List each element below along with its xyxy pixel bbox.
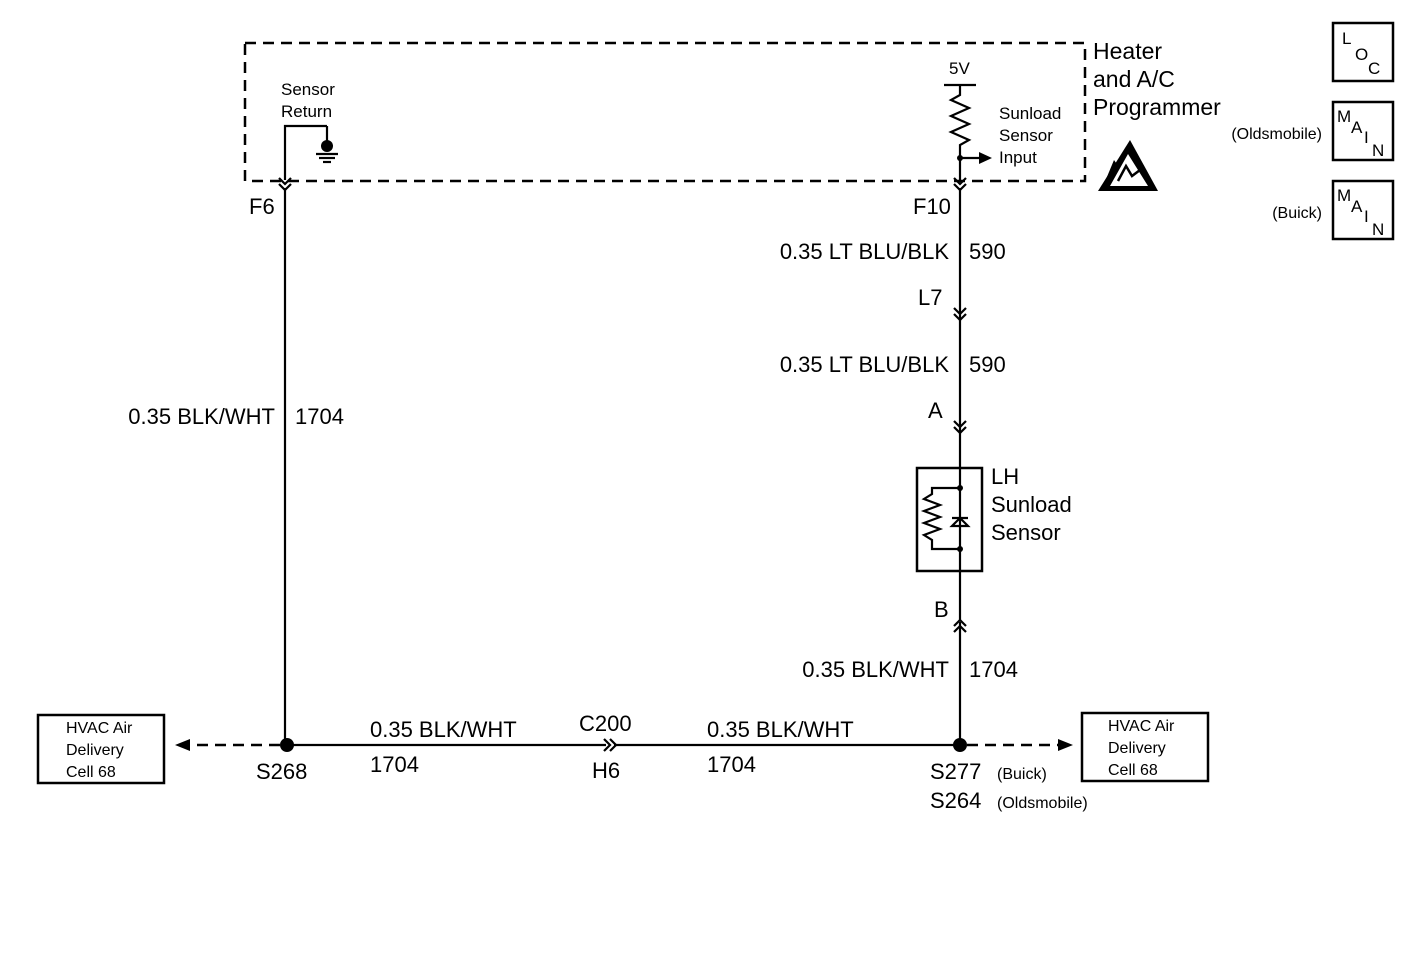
sensor-name-line-2: Sunload	[991, 492, 1072, 517]
sunload-input-label-1: Sunload	[999, 104, 1061, 123]
pullup-resistor-icon	[948, 85, 972, 180]
reference-right-box[interactable]	[1080, 711, 1210, 783]
legend-main-buick-m: M	[1337, 186, 1351, 205]
reference-left-line-3: Cell 68	[66, 764, 116, 781]
arrow-left-icon	[175, 739, 190, 751]
wire-blu-top-label: 0.35 LT BLU/BLK	[780, 239, 950, 264]
photodiode-icon	[949, 488, 971, 549]
legend-main-buick-i: I	[1364, 207, 1369, 226]
reference-right-line-1: HVAC Air	[1108, 718, 1175, 735]
connector-h6-label: H6	[592, 758, 620, 783]
sensor-return-label-1: Sensor	[281, 80, 335, 99]
splice-s264-note: (Oldsmobile)	[997, 795, 1088, 812]
sensor-return-label-2: Return	[281, 102, 332, 121]
reference-left-box[interactable]	[36, 713, 166, 785]
legend-main-buick-a: A	[1351, 197, 1363, 216]
wire-left-vertical-label: 0.35 BLK/WHT	[128, 404, 275, 429]
connector-a-label: A	[928, 398, 943, 423]
connector-f6-label: F6	[249, 194, 275, 219]
legend-main-olds-a: A	[1351, 118, 1363, 137]
sunload-input-label-2: Sensor	[999, 126, 1053, 145]
legend-main-buick-n: N	[1372, 220, 1384, 239]
splice-s268-dot	[280, 738, 294, 752]
wire-right-lower-circuit: 1704	[969, 657, 1018, 682]
sunload-input-label-3: Input	[999, 148, 1037, 167]
legend-main-buick-note: (Buick)	[1272, 205, 1322, 222]
legend-main-olds-box[interactable]	[1331, 100, 1395, 162]
legend-loc-o: O	[1355, 45, 1368, 64]
wire-blu-mid-circuit: 590	[969, 352, 1006, 377]
module-boundary	[243, 41, 1087, 183]
ground-icon	[316, 140, 338, 164]
module-title-line-3: Programmer	[1093, 94, 1221, 120]
legend-main-olds-m: M	[1337, 107, 1351, 126]
reference-right-line-2: Delivery	[1108, 740, 1166, 757]
arrow-right-icon	[1058, 739, 1073, 751]
legend-main-olds-n: N	[1372, 141, 1384, 160]
connector-f10-label: F10	[913, 194, 951, 219]
module-title-line-2: and A/C	[1093, 66, 1175, 92]
legend-main-buick-box[interactable]	[1331, 179, 1395, 241]
wire-bottom-right-circuit: 1704	[707, 752, 756, 777]
sensor-name-line-3: Sensor	[991, 520, 1061, 545]
sensor-return-wire	[283, 124, 327, 180]
sensor-name-line-1: LH	[991, 464, 1019, 489]
module-title-line-1: Heater	[1093, 38, 1162, 64]
connector-l7-label: L7	[918, 285, 942, 310]
legend-main-olds-i: I	[1364, 128, 1369, 147]
legend-loc-c: C	[1368, 59, 1380, 78]
reference-left-line-1: HVAC Air	[66, 720, 133, 737]
reference-left-line-2: Delivery	[66, 742, 124, 759]
connector-c200-label: C200	[579, 711, 632, 736]
sensor-resistor-icon	[920, 486, 960, 551]
esd-warning-icon	[1098, 140, 1158, 191]
splice-s277-label: S277	[930, 759, 981, 784]
reference-right-line-3: Cell 68	[1108, 762, 1158, 779]
wire-bottom-right-label: 0.35 BLK/WHT	[707, 717, 854, 742]
splice-s277-note: (Buick)	[997, 766, 1047, 783]
splice-s277-dot	[953, 738, 967, 752]
connector-b-label: B	[934, 597, 949, 622]
lh-sunload-sensor-box	[915, 466, 984, 573]
splice-s268-label: S268	[256, 759, 307, 784]
input-arrow-icon	[979, 152, 992, 164]
voltage-label: 5V	[949, 59, 970, 78]
wire-blu-top-circuit: 590	[969, 239, 1006, 264]
wire-left-vertical-circuit: 1704	[295, 404, 344, 429]
legend-loc-l: L	[1342, 29, 1351, 48]
legend-main-olds-note: (Oldsmobile)	[1231, 126, 1322, 143]
wire-bottom-left-circuit: 1704	[370, 752, 419, 777]
legend-loc-box[interactable]	[1331, 21, 1395, 83]
wire-right-lower-label: 0.35 BLK/WHT	[802, 657, 949, 682]
connector-c200-icon	[603, 738, 618, 752]
wire-blu-mid-label: 0.35 LT BLU/BLK	[780, 352, 950, 377]
splice-s264-label: S264	[930, 788, 981, 813]
wire-bottom-left-label: 0.35 BLK/WHT	[370, 717, 517, 742]
